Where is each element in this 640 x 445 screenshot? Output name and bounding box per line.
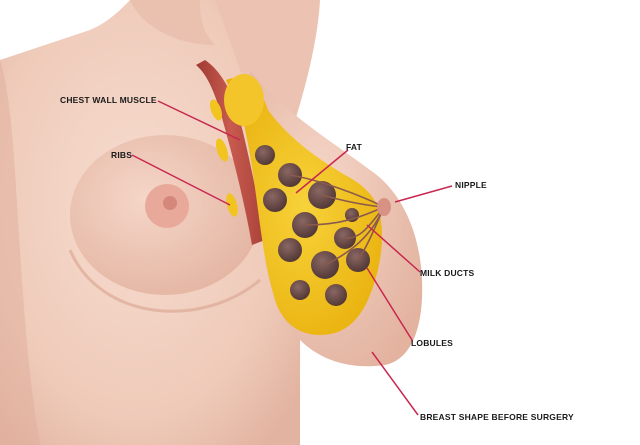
left-breast-underfold bbox=[68, 249, 261, 313]
leader-chest-wall-muscle bbox=[157, 100, 241, 141]
fat-tissue bbox=[226, 78, 382, 336]
leader-breast-shape bbox=[371, 351, 419, 416]
fat-lobe-top bbox=[224, 74, 264, 126]
label-fat: FAT bbox=[346, 142, 363, 152]
side-nipple bbox=[377, 198, 391, 216]
label-breast-shape-before-surgery: BREAST SHAPE BEFORE SURGERY bbox=[420, 412, 574, 422]
ribs bbox=[209, 99, 238, 217]
leader-nipple bbox=[394, 185, 453, 203]
raised-arm bbox=[215, 0, 320, 150]
neck-shadow bbox=[130, 0, 215, 45]
body-edge-shadow bbox=[0, 60, 40, 445]
label-milk-ducts: MILK DUCTS bbox=[420, 268, 475, 278]
leader-fat bbox=[295, 149, 349, 194]
leader-lines bbox=[131, 100, 453, 416]
leader-lobules bbox=[366, 267, 413, 341]
label-ribs: RIBS bbox=[111, 150, 133, 160]
chest-wall-muscle bbox=[196, 60, 265, 245]
leader-ribs bbox=[131, 154, 231, 206]
left-nipple bbox=[163, 196, 177, 210]
label-chest-wall-muscle: CHEST WALL MUSCLE bbox=[60, 95, 157, 105]
leader-milk-ducts bbox=[366, 224, 421, 273]
label-nipple: NIPPLE bbox=[455, 180, 487, 190]
label-lobules: LOBULES bbox=[411, 338, 454, 348]
